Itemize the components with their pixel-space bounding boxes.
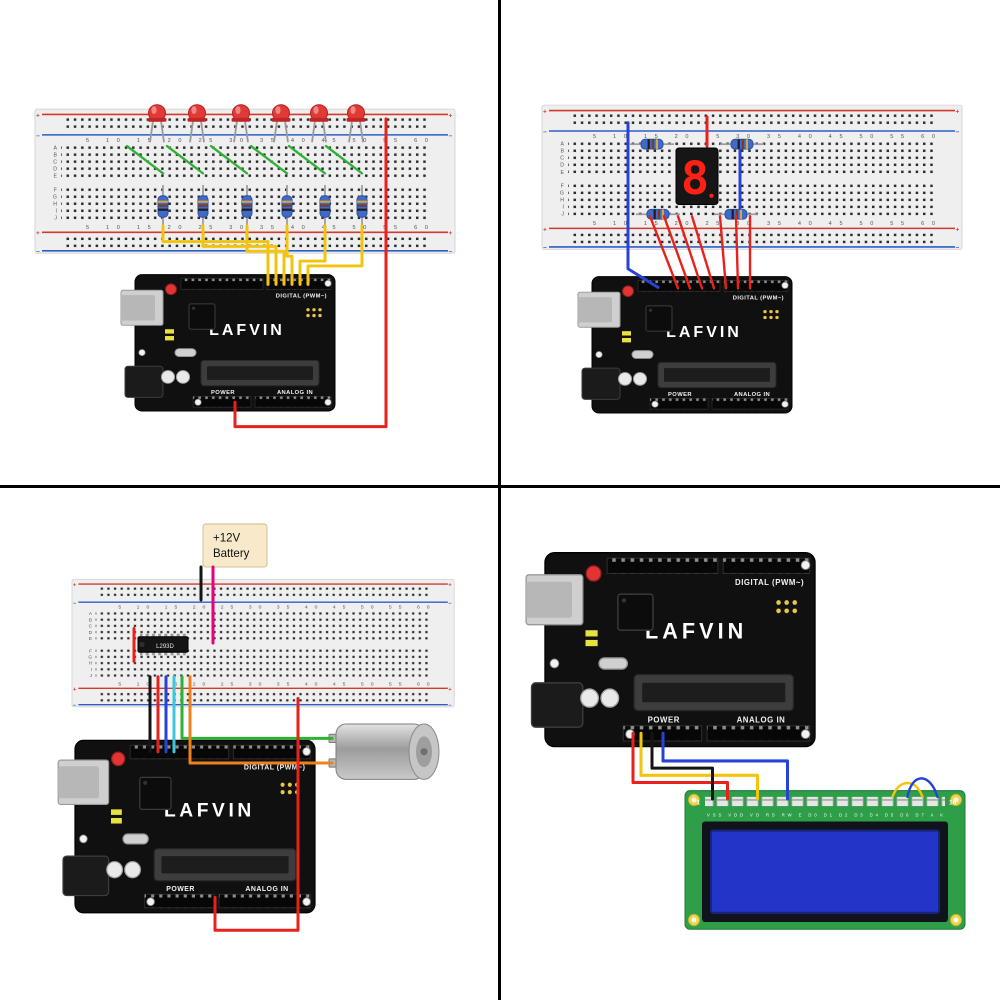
panel-motor-driver-circuit: +12V Battery [57,523,455,932]
battery-label: +12V Battery [202,523,268,568]
wire-yellow-3 [245,224,286,286]
horizontal-divider [0,485,1000,488]
wire-blue-backlight [906,777,939,799]
wire-yellow-rs [639,731,759,801]
arduino-board [57,739,316,914]
arduino-board [120,274,336,412]
breadboard [34,108,456,257]
arduino-board [525,551,816,748]
wire-red-segment-6 [734,215,740,290]
breadboard [71,578,455,710]
wire-yellow-5 [298,224,327,286]
wire-orange-motor [188,675,334,765]
panel-seven-segment-circuit [541,104,963,414]
panel-six-led-circuit [34,103,456,429]
dc-motor [328,723,440,780]
wire-red-segment-4 [690,215,716,290]
arduino-board [577,276,793,414]
wire-green-4 [249,144,289,175]
wire-green-6 [324,144,364,175]
wire-red-power [233,117,388,429]
wire-red-segment-1 [648,215,680,290]
wire-green-1 [125,144,165,175]
lcd-display [683,789,967,931]
wire-green-2 [165,144,205,175]
battery-text: Battery [213,547,250,560]
wire-red-power-loop [213,696,300,932]
wire-black-vss [650,731,714,801]
battery-voltage-text: +12V [213,531,240,544]
wire-yellow-2 [201,224,278,286]
wire-yellow-4 [285,224,294,286]
wire-green-5 [287,144,327,175]
wire-red-segment-3 [676,215,704,290]
wire-red-segment-2 [662,215,692,290]
wire-blue-enable [661,731,789,801]
panel-lcd-circuit [525,551,967,931]
breadboard [541,104,963,253]
wire-blue-ground [626,121,660,289]
wire-green-motor [180,675,334,740]
wire-green-3 [209,144,249,175]
wire-yellow-1 [161,224,270,286]
wire-yellow-6 [306,224,364,286]
l293d-chip [137,633,189,656]
wire-red-segment-5 [718,215,728,290]
vertical-divider [498,0,501,1000]
wire-yellow-backlight [891,781,924,799]
seven-segment-display [675,147,719,206]
wire-red-vdd [631,731,729,801]
